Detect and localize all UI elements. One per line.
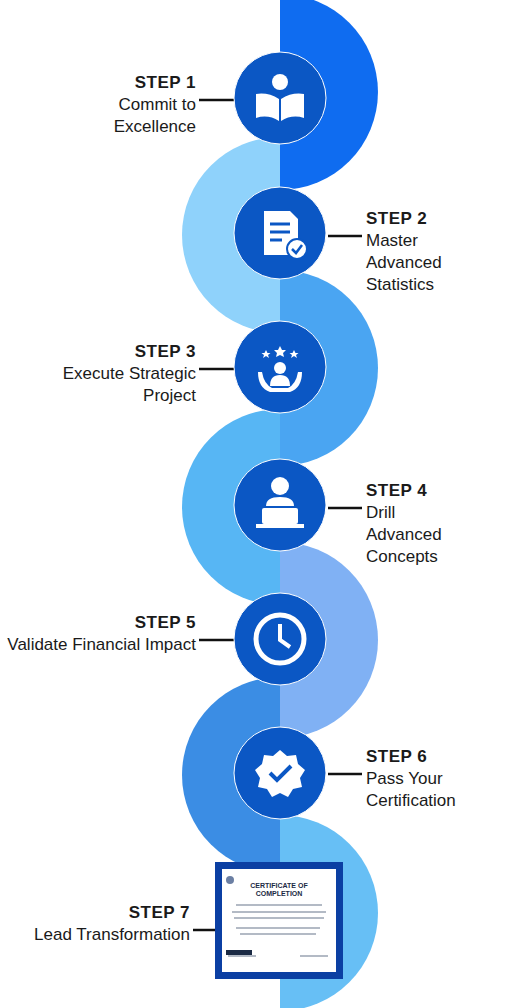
step-label: STEP 4Drill Advanced Concepts [366,480,471,567]
step-number: STEP 6 [366,746,504,768]
step-title: Commit to Excellence [66,94,196,138]
icon-circles [234,52,326,819]
step-number: STEP 3 [31,341,196,363]
step-title: Master Advanced Statistics [366,230,491,295]
step-number: STEP 4 [366,480,471,502]
step-number: STEP 5 [6,612,196,634]
desk-person-icon [256,477,304,528]
step-number: STEP 7 [20,902,190,924]
step-label: STEP 3Execute Strategic Project [31,341,196,406]
step-label: STEP 1Commit to Excellence [66,72,196,137]
clock-icon [256,615,304,663]
step-title: Lead Transformation [20,924,190,946]
step-label: STEP 2Master Advanced Statistics [366,208,491,295]
step-number: STEP 2 [366,208,491,230]
step-title: Execute Strategic Project [31,363,196,407]
certificate-title: CERTIFICATE OF COMPLETION [228,882,330,897]
certificate-picture [215,862,343,979]
book-icon [256,74,304,121]
step-label: STEP 7Lead Transformation [20,902,190,946]
step-title: Drill Advanced Concepts [366,502,471,567]
step-number: STEP 1 [66,72,196,94]
document-icon [264,211,307,259]
badge-icon [255,750,305,797]
step-label: STEP 6Pass Your Certification [366,746,504,811]
step-label: STEP 5Validate Financial Impact [6,612,196,656]
leader-lines [193,100,362,930]
gear-person-icon [258,346,302,392]
ribbon-segment [280,0,378,190]
step-title: Validate Financial Impact [6,634,196,656]
step-title: Pass Your Certification [366,768,504,812]
